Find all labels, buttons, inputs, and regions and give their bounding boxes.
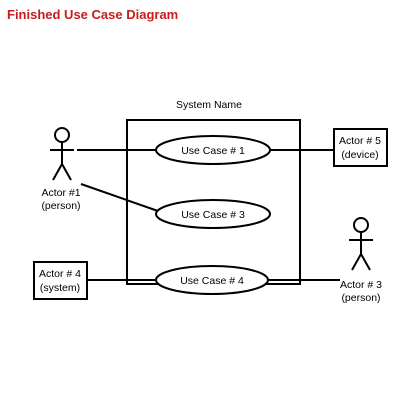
diagram-title: Finished Use Case Diagram <box>7 7 178 22</box>
use-case-label: Use Case # 1 <box>181 145 245 157</box>
actor-box <box>33 261 88 300</box>
actor-3: Actor # 3 (person) <box>340 217 382 304</box>
actor-name: Actor # 4 <box>39 268 81 280</box>
actor-role: (person) <box>41 200 80 212</box>
actor-5: Actor # 5 (device) <box>333 128 388 167</box>
stick-figure-icon <box>50 127 74 181</box>
actor-name: Actor # 5 <box>339 135 381 147</box>
use-case-label: Use Case # 3 <box>181 209 245 221</box>
associations <box>77 149 340 281</box>
actor-box <box>333 128 388 167</box>
actor-role: (person) <box>341 292 380 304</box>
actor-role: (system) <box>40 282 80 294</box>
use-case-ellipse <box>155 199 271 229</box>
use-case-ellipse <box>155 135 271 165</box>
actor-1: Actor #1 (person) <box>41 127 81 212</box>
association-actor1-uc3 <box>80 183 159 212</box>
stick-figure-icon <box>349 217 373 271</box>
actor-name: Actor #1 <box>41 187 80 199</box>
actor-role: (device) <box>341 149 378 161</box>
actor-4: Actor # 4 (system) <box>33 261 88 300</box>
use-case-ellipse <box>155 265 269 295</box>
use-case-label: Use Case # 4 <box>180 275 244 287</box>
use-case-3: Use Case # 3 <box>155 199 271 229</box>
system-name: System Name <box>176 99 242 111</box>
use-case-1: Use Case # 1 <box>155 135 271 165</box>
use-case-4: Use Case # 4 <box>155 265 269 295</box>
actor-name: Actor # 3 <box>340 279 382 291</box>
